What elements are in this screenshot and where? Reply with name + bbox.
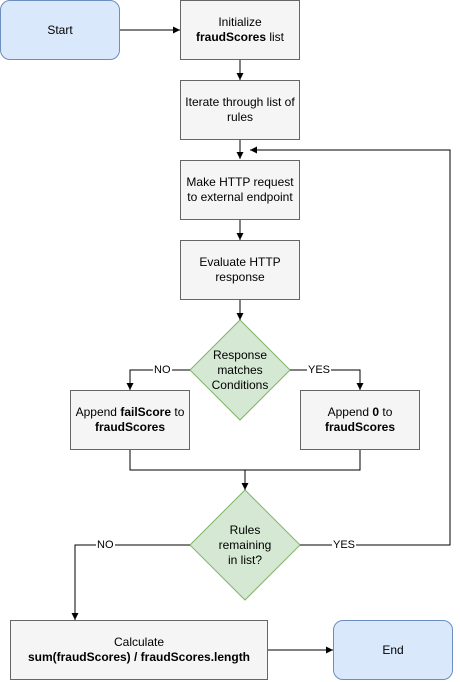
- append-zero-bold: 0: [372, 405, 380, 419]
- decision1-line1: Response: [212, 347, 268, 362]
- calculate-node: Calculate sum(fraudScores) / fraudScores…: [10, 620, 268, 680]
- calculate-formula: sum(fraudScores) / fraudScores.length: [27, 650, 251, 664]
- decision2-text: Rules remaining in list?: [190, 490, 300, 600]
- http-line2: to external endpoint: [187, 190, 293, 204]
- decision1-line2: matches: [217, 362, 263, 377]
- decision2-yes-label: YES: [332, 539, 357, 551]
- append-fail-post: to: [171, 405, 185, 419]
- initialize-line2: fraudScores list: [196, 30, 284, 45]
- iterate-line1: Iterate through list of: [185, 95, 295, 109]
- initialize-node: Initialize fraudScores list: [180, 0, 300, 60]
- initialize-rest: list: [266, 30, 285, 44]
- append-fail-pre: Append: [75, 405, 121, 419]
- decision1-text: Response matches Conditions: [190, 320, 290, 420]
- decision2-line2: remaining: [218, 537, 272, 552]
- decision2-shape: [189, 489, 301, 601]
- append-fail-target: fraudScores: [94, 420, 166, 434]
- http-request-node: Make HTTP request to external endpoint: [180, 160, 300, 220]
- decision2-line1: Rules: [229, 522, 261, 537]
- append-zero-post: to: [379, 405, 393, 419]
- evaluate-node: Evaluate HTTP response: [180, 240, 300, 300]
- iterate-line2: rules: [226, 110, 253, 124]
- append-fail-line1: Append failScore to: [76, 405, 185, 420]
- decision1-no-label: NO: [153, 364, 172, 376]
- start-node: Start: [0, 0, 120, 60]
- initialize-bold: fraudScores: [195, 30, 267, 44]
- append-failscore-node: Append failScore to fraudScores: [70, 390, 190, 450]
- iterate-node: Iterate through list of rules: [180, 80, 300, 140]
- evaluate-line2: response: [215, 270, 265, 284]
- append-zero-target: fraudScores: [324, 420, 396, 434]
- append-zero-line1: Append 0 to: [328, 405, 393, 420]
- append-zero-pre: Append: [327, 405, 373, 419]
- edge-decision2-yes: [250, 146, 451, 546]
- decision2-line3: in list?: [227, 552, 262, 567]
- append-zero-node: Append 0 to fraudScores: [300, 390, 420, 450]
- initialize-line1: Initialize: [218, 15, 262, 29]
- edge-merge: [129, 450, 361, 490]
- end-node: End: [333, 620, 453, 680]
- decision1-line3: Conditions: [211, 377, 269, 392]
- end-label: End: [382, 642, 404, 657]
- append-fail-bold: failScore: [120, 405, 172, 419]
- calculate-line1: Calculate: [113, 635, 165, 649]
- decision1-yes-label: YES: [307, 364, 332, 376]
- evaluate-line1: Evaluate HTTP: [199, 255, 281, 269]
- http-line1: Make HTTP request: [186, 175, 294, 189]
- decision1-shape: [189, 319, 291, 421]
- edge-decision2-no: [71, 544, 190, 620]
- start-label: Start: [47, 22, 73, 37]
- decision2-no-label: NO: [96, 539, 115, 551]
